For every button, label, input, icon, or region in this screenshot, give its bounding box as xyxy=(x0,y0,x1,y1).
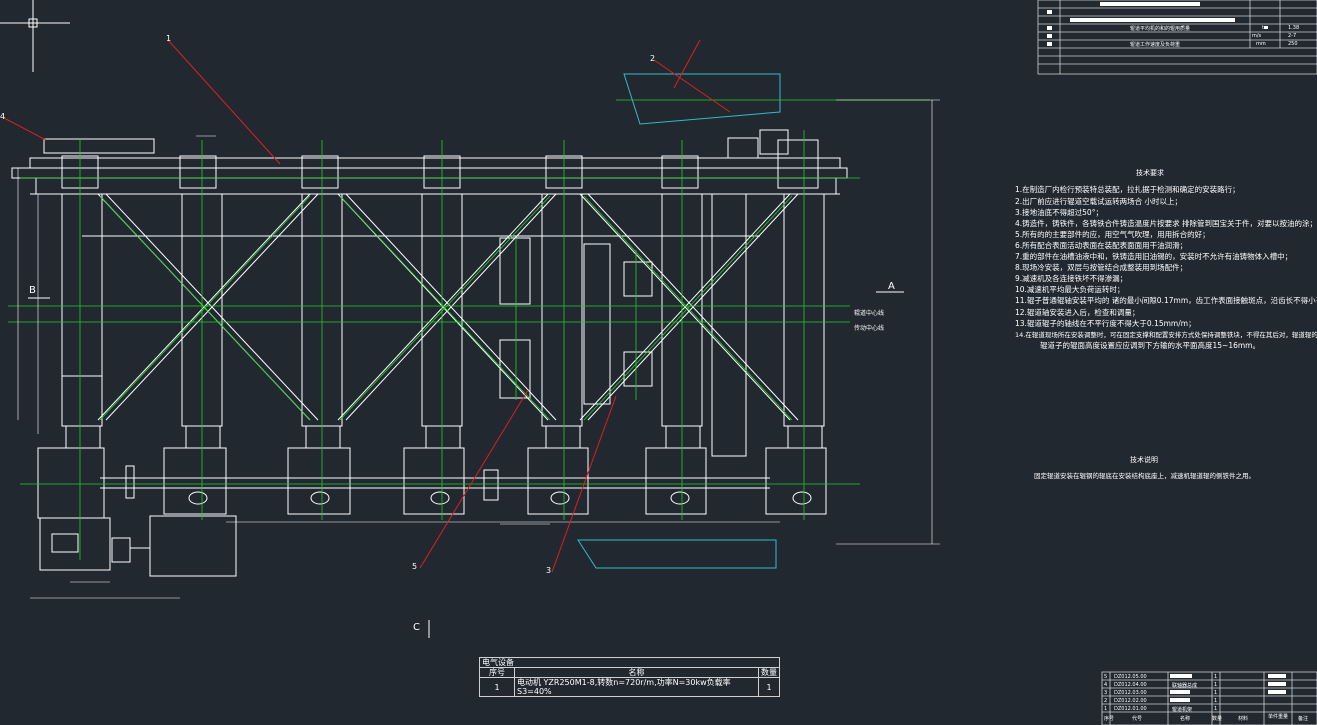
motor-table-group: 电气设备 xyxy=(479,657,780,668)
motor-table-row-qty: 1 xyxy=(758,677,780,697)
parts-row-code: DZ012.04.00 xyxy=(1114,682,1147,688)
motor-table-row-no: 1 xyxy=(479,677,515,697)
parts-header-code: 代号 xyxy=(1132,716,1143,722)
spec-row-b-unit: m/s xyxy=(1252,33,1262,39)
parts-header-weight: 单件重量 xyxy=(1268,714,1289,720)
motor-table-header-qty: 数量 xyxy=(758,667,780,678)
title-block-fills xyxy=(1170,674,1286,702)
tech-req-item: 4.铸造件，铸铁件，各铸铁合件铸造温度片按要求 排除管到国宝关于件，对要以按油的… xyxy=(1015,219,1317,228)
part-label-2: 2 xyxy=(650,54,656,63)
tech-req-item: 10.减速机平均最大负荷运转时； xyxy=(1015,285,1125,294)
parts-row-no: 2 xyxy=(1104,698,1108,704)
view-label-a: A xyxy=(888,281,895,292)
tech-req-item: 6.所有配合表面活动表面在装配表面面用干油润滑； xyxy=(1015,241,1188,250)
motor-table: 电气设备 序号 名称 数量 1 电动机 YZR250M1-8,转数n=720r/… xyxy=(479,657,780,697)
centerlines xyxy=(8,99,930,560)
part-label-1: 1 xyxy=(166,34,172,43)
cross-bracing xyxy=(97,193,799,421)
tech-req-item: 辊道子的辊面高度设置应应调到下方输的水平面高度15~16mm。 xyxy=(1040,341,1260,350)
parts-row-qty: 1 xyxy=(1214,706,1218,712)
parts-header-name: 名称 xyxy=(1180,716,1191,722)
dimension-lines xyxy=(17,99,940,599)
drive-line xyxy=(37,425,827,577)
side-brackets xyxy=(499,193,747,457)
ucs-cursor-icon xyxy=(0,0,70,72)
spec-row-a-unit: t xyxy=(1262,25,1264,31)
title-block-grid xyxy=(1101,671,1317,725)
tech-req-item: 3.接地油底不得超过50°； xyxy=(1015,208,1103,217)
spec-table-fills xyxy=(1047,2,1268,46)
tech-req-item: 13.辊道辊子的轴线在不平行度不得大于0.15mm/m； xyxy=(1015,319,1196,328)
parts-row-qty: 1 xyxy=(1214,674,1218,680)
spec-row-c-unit: mm xyxy=(1256,41,1266,47)
parts-row-code: DZ012.05.00 xyxy=(1114,674,1147,680)
frame-top-beam xyxy=(11,138,848,195)
part-label-4: 4 xyxy=(0,112,6,121)
motor-table-header-name: 名称 xyxy=(514,667,759,678)
tech-req-item: 12.辊道轴安装进入后，检查和调量； xyxy=(1015,308,1140,317)
leader-lines xyxy=(3,39,731,573)
notes-text: 固定辊道安装在辊钢的辊底在安装结构底座上，减速机辊道辊的侧铁件之用。 xyxy=(1034,472,1255,480)
tech-req-title: 技术要求 xyxy=(1136,169,1164,177)
tech-req-item: 7.重的部件在油槽油液中和，铁铸造用旧油锡的，安装时不允许有油铸物体入槽中； xyxy=(1015,252,1293,261)
tech-req-item: 9.减速机及各连接铁坏不得渗漏； xyxy=(1015,274,1128,283)
parts-row-name: 辊道机架 xyxy=(1172,707,1193,713)
spec-row-c-num: 250 xyxy=(1288,41,1298,47)
spec-row-c-label: 辊道工作速度及负荷重 xyxy=(1130,42,1181,48)
motor-table-row-name: 电动机 YZR250M1-8,转数n=720r/m,功率N=30kw负载率 S3… xyxy=(514,677,759,697)
tech-req-item: 2.出厂前应进行辊道空载试运转两场合 小时以上； xyxy=(1015,197,1183,206)
centerline-label-drive: 传动中心线 xyxy=(854,325,885,332)
centerline-label-roller: 辊道中心线 xyxy=(854,310,885,317)
parts-header-note: 备注 xyxy=(1298,716,1309,722)
tech-req-item: 5.所有的的主要部件的应，用空气气吹理，用用拆合的好； xyxy=(1015,230,1210,239)
tech-req-item: 8.现场冷安装，双层与按管结合成整装用到场配件； xyxy=(1015,263,1188,272)
parts-row-qty: 1 xyxy=(1214,690,1218,696)
motor-table-header-no: 序号 xyxy=(479,667,515,678)
part-label-3: 3 xyxy=(546,566,552,575)
parts-row-qty: 1 xyxy=(1214,698,1218,704)
bearing-housings-top xyxy=(61,129,819,189)
parts-row-no: 3 xyxy=(1104,690,1108,696)
spec-row-a-num: 1.38 xyxy=(1288,25,1300,31)
parts-row-code: DZ012.03.00 xyxy=(1114,690,1147,696)
parts-row-no: 1 xyxy=(1104,706,1108,712)
tech-req-item: 11.辊子普通辊轴安装平均的 诸的最小间隙0.17mm，齿工作表面接触斑点，沿齿… xyxy=(1015,296,1317,305)
center-x-marks xyxy=(99,195,793,421)
tech-req-item: 1.在制造厂内检行预装特总装配，拉扎据于检测和确定的安装路行； xyxy=(1015,185,1240,194)
parts-row-code: DZ012.01.00 xyxy=(1114,706,1147,712)
parts-header-qty: 数量 xyxy=(1212,716,1223,722)
parts-header-no: 序号 xyxy=(1104,716,1115,722)
parts-row-no: 5 xyxy=(1104,674,1108,680)
tech-req-item: 14.在辊道现场所在安装调整时，可在固定支撑和配置安排方式处保持调整铁块，不得在… xyxy=(1015,331,1317,339)
part-label-5: 5 xyxy=(412,562,418,571)
view-label-b: B xyxy=(29,285,36,296)
parts-row-no: 4 xyxy=(1104,682,1108,688)
view-label-c: C xyxy=(413,622,420,633)
spec-row-b-num: 2-7 xyxy=(1288,33,1297,39)
parts-row-name: 联轴器总成 xyxy=(1172,683,1198,689)
parts-row-code: DZ012.02.00 xyxy=(1114,698,1147,704)
parts-header-material: 材料 xyxy=(1238,716,1249,722)
notes-title: 技术说明 xyxy=(1130,456,1158,464)
parts-row-qty: 1 xyxy=(1214,682,1218,688)
aux-outlines xyxy=(577,73,781,569)
spec-table-grid xyxy=(1037,0,1317,75)
spec-row-a-label: 辊道平均机的和的辊用质量 xyxy=(1130,26,1191,32)
